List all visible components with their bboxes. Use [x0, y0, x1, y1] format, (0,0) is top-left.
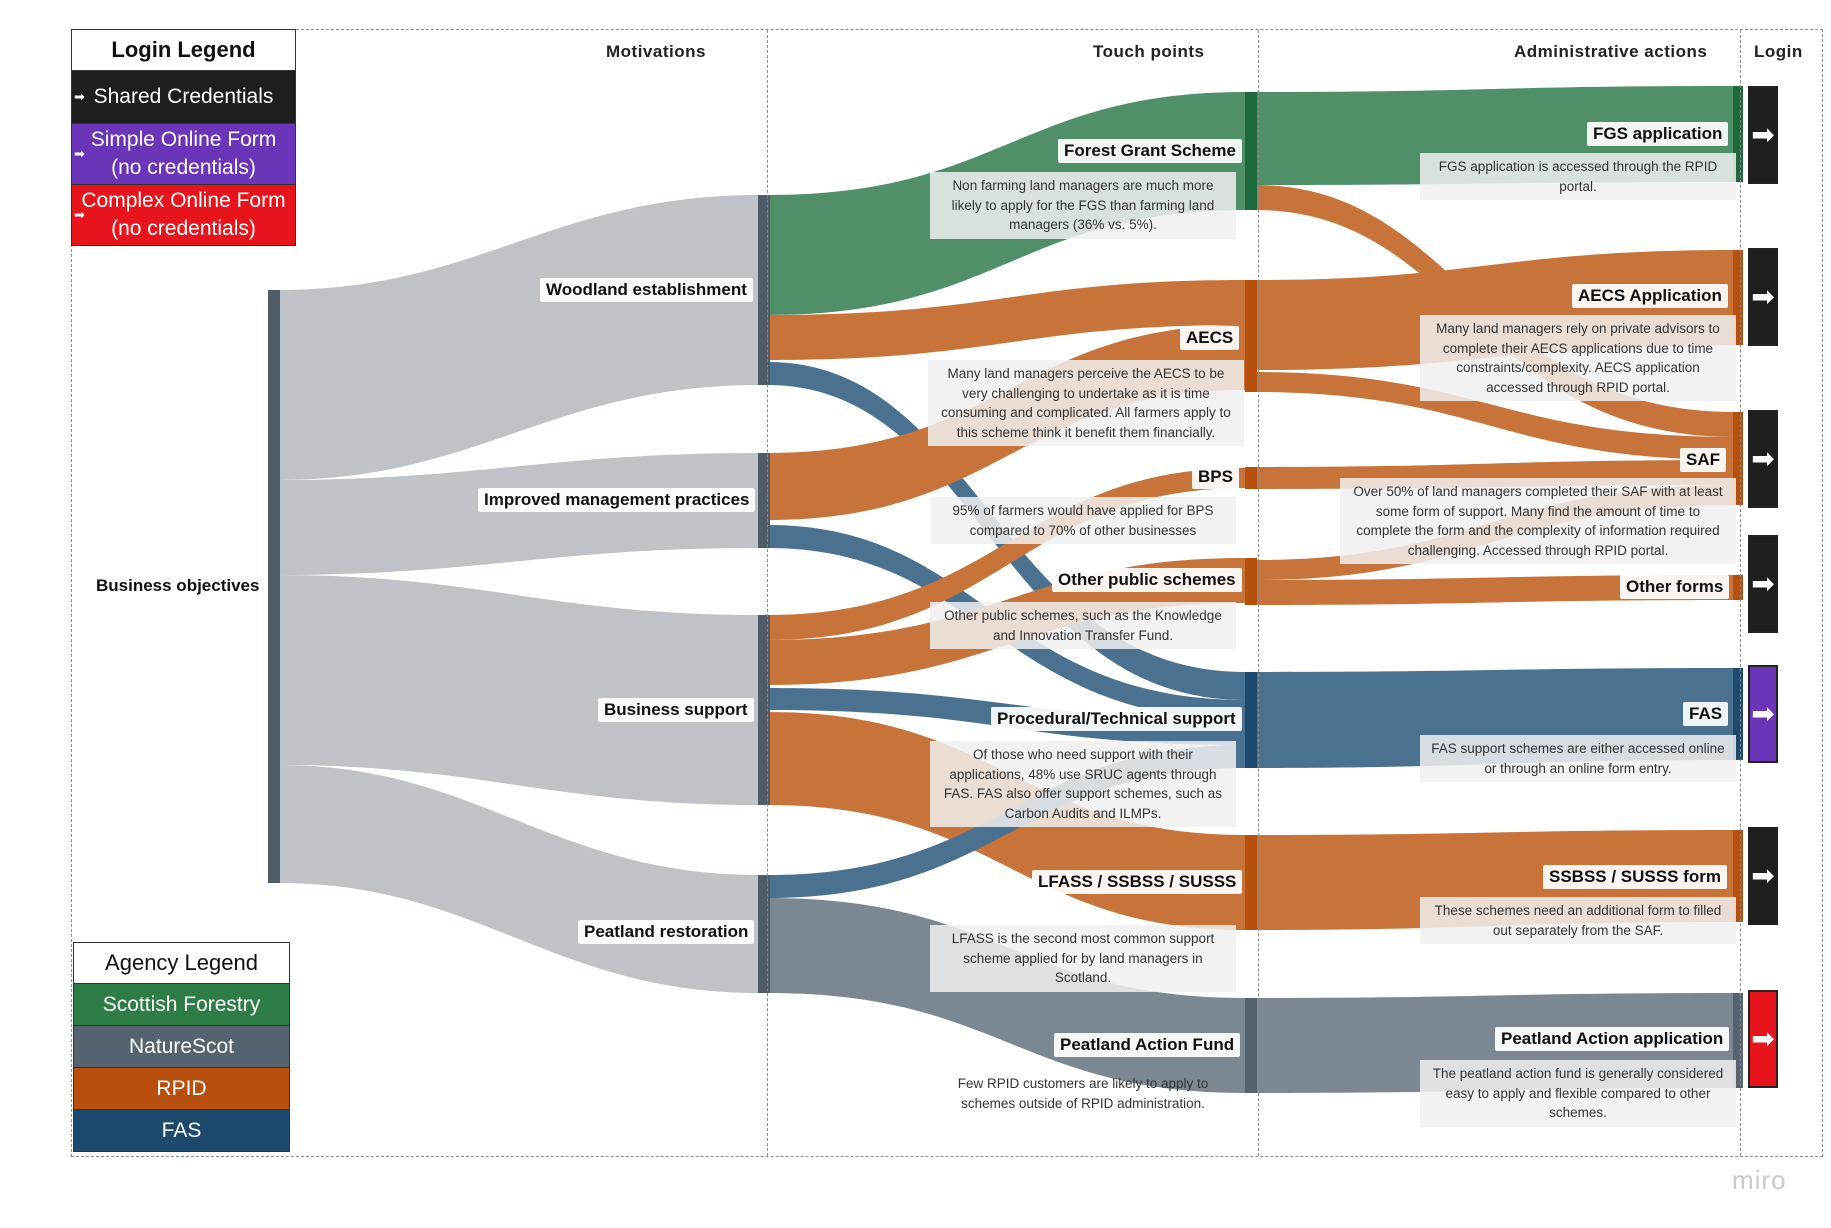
- flow-business-bps: [768, 468, 1245, 640]
- node-otherforms: [1733, 575, 1743, 600]
- label-procedural: Procedural/Technical support: [991, 707, 1242, 731]
- flow-aecs-saf: [1255, 372, 1735, 460]
- login-otherforms-shared: ➡: [1748, 535, 1778, 633]
- divider-touchpoints: [1258, 30, 1259, 1156]
- label-saf: SAF: [1680, 448, 1726, 472]
- node-fgs: [1245, 92, 1257, 210]
- label-otherpublic: Other public schemes: [1052, 568, 1242, 592]
- arrow-right-icon: ➡: [1751, 568, 1775, 599]
- note-peatland-fund: Few RPID customers are likely to apply t…: [957, 1076, 1209, 1111]
- label-peatlandapp: Peatland Action application: [1495, 1027, 1730, 1051]
- login-fgs-shared: ➡: [1748, 86, 1778, 184]
- label-business-support: Business support: [598, 698, 754, 722]
- note-aecsapp: Many land managers rely on private advis…: [1420, 315, 1736, 402]
- note-fas: FAS support schemes are either accessed …: [1420, 735, 1736, 783]
- node-business-objectives: [268, 290, 280, 883]
- node-procedural: [1245, 672, 1257, 768]
- arrow-right-icon: ➡: [1751, 698, 1775, 729]
- label-aecs: AECS: [1180, 326, 1240, 350]
- legend-simple-online-form: ➡ Simple Online Form (no credentials): [71, 124, 296, 185]
- login-fas-simple: ➡: [1748, 665, 1778, 763]
- note-procedural: Of those who need support with their app…: [930, 741, 1236, 828]
- node-saf: [1733, 412, 1743, 505]
- node-aecs: [1245, 280, 1257, 392]
- arrow-right-icon: ➡: [1751, 281, 1775, 312]
- note-saf: Over 50% of land managers completed thei…: [1340, 478, 1736, 565]
- label-bps: BPS: [1192, 465, 1239, 489]
- divider-motivations: [767, 30, 768, 1156]
- arrow-right-icon: ➡: [1751, 860, 1775, 891]
- header-motivations: Motivations: [606, 42, 706, 61]
- node-peatlandapp: [1733, 993, 1743, 1088]
- label-business-objectives: Business objectives: [96, 576, 260, 595]
- login-aecs-shared: ➡: [1748, 248, 1778, 346]
- agency-legend: Agency Legend Scottish Forestry NatureSc…: [73, 942, 290, 1152]
- note-lfass: LFASS is the second most common support …: [930, 925, 1236, 992]
- arrow-right-icon: ➡: [1751, 1023, 1775, 1054]
- note-fgsapp: FGS application is accessed through the …: [1420, 153, 1736, 201]
- node-fas: [1733, 668, 1743, 760]
- label-fgs: Forest Grant Scheme: [1058, 139, 1242, 163]
- label-peatland: Peatland restoration: [578, 920, 755, 944]
- flow-root-woodland: [278, 195, 760, 480]
- label-aecsapp: AECS Application: [1572, 284, 1728, 308]
- note-aecs: Many land managers perceive the AECS to …: [928, 360, 1244, 447]
- label-ssbssform: SSBSS / SUSSS form: [1543, 865, 1727, 889]
- node-lfass: [1245, 835, 1257, 930]
- label-woodland: Woodland establishment: [540, 278, 753, 302]
- label-improved: Improved management practices: [478, 488, 756, 512]
- login-legend: Login Legend ➡ Shared Credentials ➡ Simp…: [71, 29, 296, 246]
- node-bps: [1245, 467, 1257, 489]
- node-peatlandfund: [1245, 998, 1257, 1093]
- legend-fas: FAS: [73, 1110, 290, 1152]
- flow-root-business: [278, 575, 760, 805]
- agency-legend-title: Agency Legend: [73, 942, 290, 984]
- divider-admin: [1740, 30, 1741, 1156]
- legend-rpid: RPID: [73, 1068, 290, 1110]
- flow-otherpublic-otherforms: [1255, 575, 1735, 605]
- note-ssbssform: These schemes need an additional form to…: [1420, 897, 1736, 945]
- node-ssbssform: [1733, 830, 1743, 922]
- note-otherpublic: Other public schemes, such as the Knowle…: [930, 602, 1236, 650]
- miro-watermark: miro: [1732, 1165, 1787, 1195]
- arrow-right-icon: ➡: [74, 207, 85, 222]
- arrow-right-icon: ➡: [1751, 119, 1775, 150]
- legend-naturescot: NatureScot: [73, 1026, 290, 1068]
- label-lfass: LFASS / SSBSS / SUSSS: [1032, 870, 1243, 894]
- login-peatland-complex: ➡: [1748, 990, 1778, 1088]
- label-fas: FAS: [1683, 702, 1729, 726]
- note-bps: 95% of farmers would have applied for BP…: [930, 497, 1236, 545]
- label-otherforms: Other forms: [1620, 575, 1730, 599]
- flow-woodland-aecs: [768, 280, 1245, 360]
- header-admin-actions: Administrative actions: [1514, 42, 1708, 61]
- note-peatlandapp: The peatland action fund is generally co…: [1420, 1060, 1736, 1127]
- flow-fgs-saf: [1255, 185, 1735, 437]
- legend-shared-credentials: ➡ Shared Credentials: [71, 71, 296, 124]
- header-touch-points: Touch points: [1093, 42, 1205, 61]
- outer-frame: [71, 29, 1823, 1157]
- login-legend-title: Login Legend: [71, 29, 296, 71]
- header-login: Login: [1754, 42, 1803, 61]
- login-saf-shared: ➡: [1748, 410, 1778, 508]
- note-fgs: Non farming land managers are much more …: [930, 172, 1236, 239]
- login-ssbss-shared: ➡: [1748, 827, 1778, 925]
- legend-scottish-forestry: Scottish Forestry: [73, 984, 290, 1026]
- flow-root-improved: [278, 453, 760, 575]
- node-fgsapp: [1733, 86, 1743, 182]
- label-peatland-fund: Peatland Action Fund: [1054, 1033, 1241, 1057]
- node-otherpublic: [1245, 558, 1257, 605]
- arrow-right-icon: ➡: [1751, 443, 1775, 474]
- arrow-right-icon: ➡: [74, 89, 85, 104]
- label-fgsapp: FGS application: [1587, 122, 1729, 146]
- legend-complex-online-form: ➡ Complex Online Form (no credentials): [71, 185, 296, 246]
- arrow-right-icon: ➡: [74, 146, 85, 161]
- node-aecsapp: [1733, 250, 1743, 345]
